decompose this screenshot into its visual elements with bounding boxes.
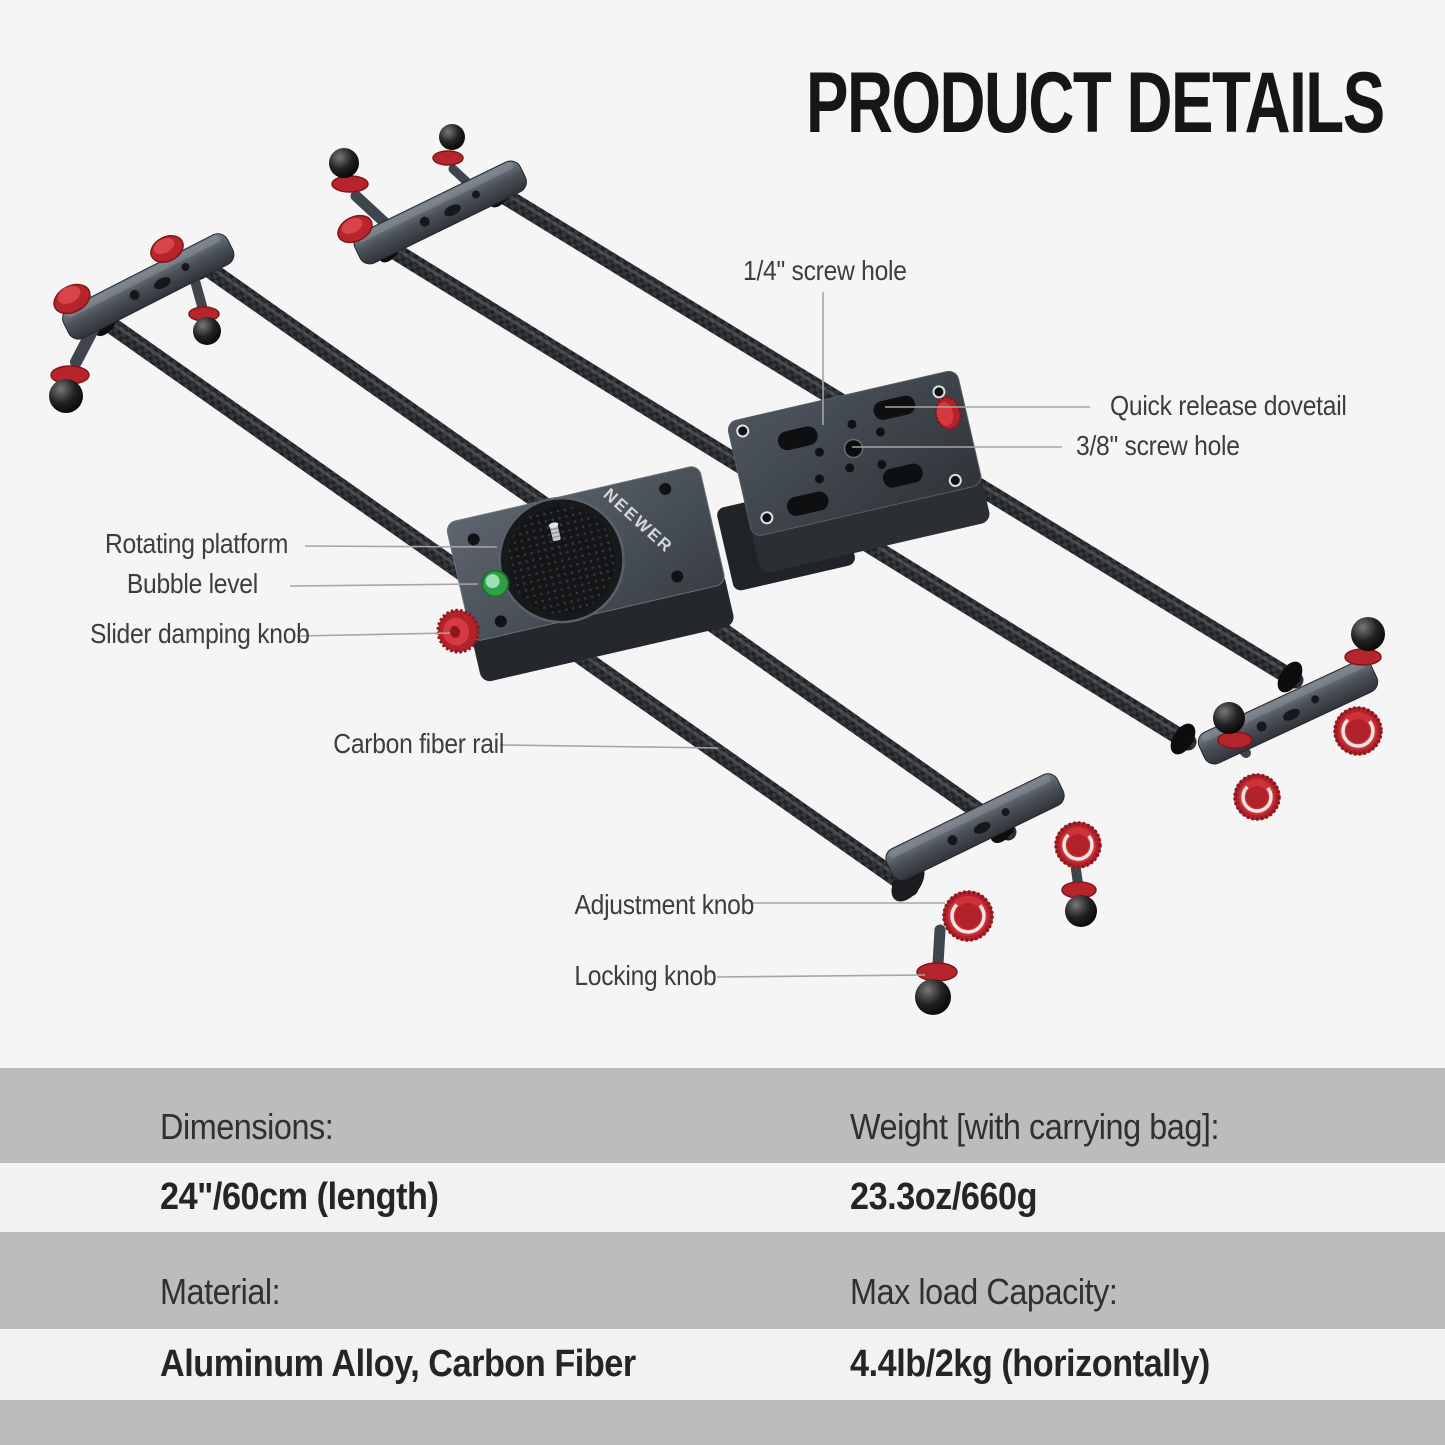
callout-adjustment-knob: Adjustment knob <box>574 889 755 920</box>
spec-max-load-value: 4.4lb/2kg (horizontally) <box>850 1343 1210 1385</box>
rotating-platform-carriage: NEEWER <box>436 466 734 682</box>
quick-release-dovetail-plate <box>717 370 990 591</box>
spec-weight-value: 23.3oz/660g <box>850 1176 1038 1218</box>
slider-front: NEEWER <box>49 233 1102 1015</box>
callout-quarter-screw-hole: 1/4" screw hole <box>743 255 907 286</box>
callout-carbon-fiber-rail: Carbon fiber rail <box>333 728 505 759</box>
callout-rotating-platform: Rotating platform <box>104 528 289 559</box>
slider-damping-knob <box>436 608 480 654</box>
callout-locking-knob: Locking knob <box>574 960 717 991</box>
end-bracket-back-left <box>329 124 527 265</box>
spec-value-row-1: 24"/60cm (length) 23.3oz/660g <box>0 1163 1445 1232</box>
quarter-inch-screw <box>548 522 561 542</box>
bubble-level <box>481 569 510 598</box>
slider-back <box>329 124 1385 821</box>
adjustment-knob-back <box>1333 706 1383 756</box>
callout-bubble-level: Bubble level <box>126 568 258 599</box>
callout-three-eighth-screw-hole: 3/8" screw hole <box>1076 430 1240 461</box>
spec-material-label: Material: <box>160 1270 281 1312</box>
end-bracket-back-right <box>1197 617 1385 821</box>
callout-leader-lines <box>289 292 1090 978</box>
callout-quick-release-dovetail: Quick release dovetail <box>1110 390 1347 421</box>
spec-dimensions-value: 24"/60cm (length) <box>160 1176 439 1218</box>
end-bracket-front-right <box>885 773 1102 1015</box>
page-title: PRODUCT DETAILS <box>806 55 1385 151</box>
rotating-platform <box>498 496 625 624</box>
spec-weight-label: Weight [with carrying bag]: <box>850 1105 1220 1147</box>
spec-value-row-2: Aluminum Alloy, Carbon Fiber 4.4lb/2kg (… <box>0 1329 1445 1400</box>
table-bottom-strip <box>0 1400 1445 1445</box>
adjustment-knob <box>942 890 994 942</box>
spec-label-row-1: Dimensions: Weight [with carrying bag]: <box>0 1068 1445 1163</box>
spec-dimensions-label: Dimensions: <box>160 1105 334 1147</box>
dovetail-lock-knob <box>934 396 962 431</box>
spec-table: Dimensions: Weight [with carrying bag]: … <box>0 1068 1445 1445</box>
end-bracket-front-left <box>49 233 235 413</box>
spec-max-load-label: Max load Capacity: <box>850 1270 1118 1312</box>
locking-knob-back <box>1233 773 1281 821</box>
callout-slider-damping-knob: Slider damping knob <box>89 618 310 649</box>
spec-material-value: Aluminum Alloy, Carbon Fiber <box>160 1343 636 1385</box>
spec-label-row-2: Material: Max load Capacity: <box>0 1232 1445 1329</box>
end-clamp-knob <box>1054 821 1102 869</box>
